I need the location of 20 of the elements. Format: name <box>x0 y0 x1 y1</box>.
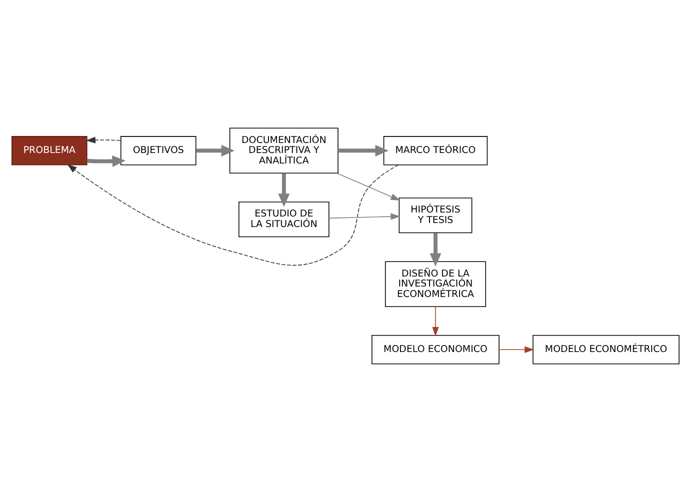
arrow <box>430 233 442 266</box>
node-box: DISEÑO DE LA INVESTIGACIÓN ECONOMÉTRICA <box>384 261 486 307</box>
arrow <box>336 172 400 201</box>
node-box: MARCO TEÓRICO <box>383 136 488 166</box>
node-box: DOCUMENTACIÓN DESCRIPTIVA Y ANALÍTICA <box>229 128 338 174</box>
node-box: OBJETIVOS <box>120 136 196 166</box>
arrow <box>86 136 121 144</box>
arrow <box>87 155 126 167</box>
arrow <box>278 173 290 207</box>
node-box: HIPÓTESIS Y TESIS <box>398 198 472 234</box>
node-box: PROBLEMA <box>12 136 88 166</box>
arrow <box>432 306 439 336</box>
node-box: MODELO ECONOMÉTRICO <box>532 335 680 364</box>
arrow <box>67 164 399 266</box>
node-box: ESTUDIO DE LA SITUACIÓN <box>238 202 330 238</box>
arrow <box>196 144 235 156</box>
arrow <box>338 144 389 156</box>
arrow <box>498 346 534 353</box>
node-box: MODELO ECONOMICO <box>372 335 500 364</box>
arrow <box>328 213 400 220</box>
